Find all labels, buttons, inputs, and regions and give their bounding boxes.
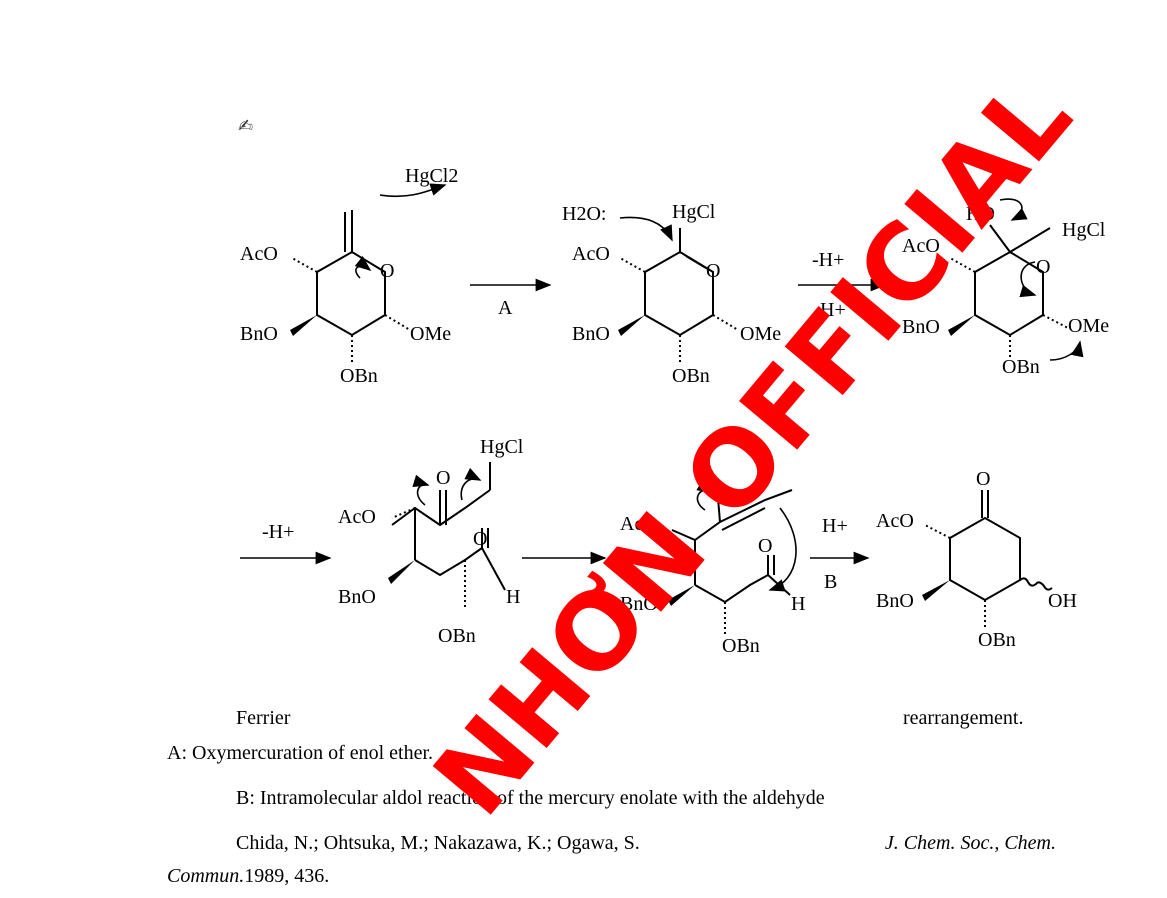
structure-4: HgCl O AcO O BnO H OBn <box>338 436 524 647</box>
reaction-scheme: HgCl2 AcO O BnO OMe OBn A H2O: HgCl AcO … <box>240 165 1109 657</box>
bno-label-3: BnO <box>902 316 940 338</box>
reference-line-2: Commun.1989, 436. <box>167 864 329 888</box>
hgcl-label-2: HgCl <box>672 201 716 223</box>
ome-label: OMe <box>410 323 451 345</box>
oh-label: OH <box>1048 590 1077 612</box>
obn-label-2: OBn <box>672 365 710 387</box>
bno-label-2: BnO <box>572 323 610 345</box>
aco-label-4: AcO <box>338 506 376 528</box>
step-b-label: B <box>824 571 837 593</box>
bno-label-6: BnO <box>876 590 914 612</box>
reference-journal-2: Commun. <box>167 865 245 887</box>
obn-label: OBn <box>340 365 378 387</box>
pencil-icon: ✍ <box>238 116 254 137</box>
ketone-o-label: O <box>436 467 450 489</box>
obn-label-5: OBn <box>722 635 760 657</box>
structure-6: O AcO BnO OH OBn <box>876 468 1077 651</box>
aldehyde-o-label: O <box>473 528 487 550</box>
aldehyde-h-label-5: H <box>791 593 805 615</box>
bno-label-5: BnO <box>620 593 658 615</box>
aldehyde-o-label-5: O <box>758 535 772 557</box>
aldehyde-h-label: H <box>506 586 520 608</box>
hgcl-label-4: HgCl <box>480 436 524 458</box>
note-b: B: Intramolecular aldol reaction of the … <box>236 787 825 809</box>
plus-h-label-2: H+ <box>822 515 848 537</box>
ome-label-2: OMe <box>740 323 781 345</box>
bno-label: BnO <box>240 323 278 345</box>
structure-2: H2O: HgCl AcO O BnO OMe OBn <box>562 201 781 387</box>
obn-label-6: OBn <box>978 629 1016 651</box>
step-a-label: A <box>498 297 513 319</box>
ring-oxygen-label-3: O <box>1036 256 1050 278</box>
obn-label-4: OBn <box>438 625 476 647</box>
hgcl2-label: HgCl2 <box>405 165 458 187</box>
reference-line-1: Chida, N.; Ohtsuka, M.; Nakazawa, K.; Og… <box>236 831 1056 855</box>
note-a: A: Oxymercuration of enol ether. <box>167 742 434 764</box>
ferrier-word: Ferrier <box>236 707 291 729</box>
structure-5: -O AcO O BnO H OBn <box>620 475 805 657</box>
aco-label-6: AcO <box>876 510 914 532</box>
ketone-o-label-6: O <box>976 468 990 490</box>
water-label: H2O: <box>562 203 606 225</box>
hgcl-label-3: HgCl <box>1062 219 1106 241</box>
plus-h-label: H+ <box>820 299 846 321</box>
bno-label-4: BnO <box>338 586 376 608</box>
aco-label-2: AcO <box>572 243 610 265</box>
reference-authors: Chida, N.; Ohtsuka, M.; Nakazawa, K.; Og… <box>236 832 640 854</box>
aco-label: AcO <box>240 243 278 265</box>
minus-h-label-2: -H+ <box>262 521 294 543</box>
minus-h-label: -H+ <box>812 249 844 271</box>
reference-journal-1: J. Chem. Soc., Chem. <box>884 832 1056 854</box>
ome-label-3: OMe <box>1068 315 1109 337</box>
reference-year-pages: 1989, 436. <box>244 865 330 887</box>
structure-3: HO HgCl AcO O BnO OMe OBn <box>902 198 1109 378</box>
aco-label-3: AcO <box>902 235 940 257</box>
obn-label-3: OBn <box>1002 356 1040 378</box>
aco-label-5: AcO <box>620 513 658 535</box>
structure-1: HgCl2 AcO O BnO OMe OBn <box>240 165 458 387</box>
oxonium-label: O <box>706 260 720 282</box>
oxide-label: -O <box>702 475 723 497</box>
ring-oxygen-label: O <box>380 260 394 282</box>
rearrangement-word: rearrangement. <box>903 707 1024 729</box>
ho-label: HO <box>966 203 995 225</box>
